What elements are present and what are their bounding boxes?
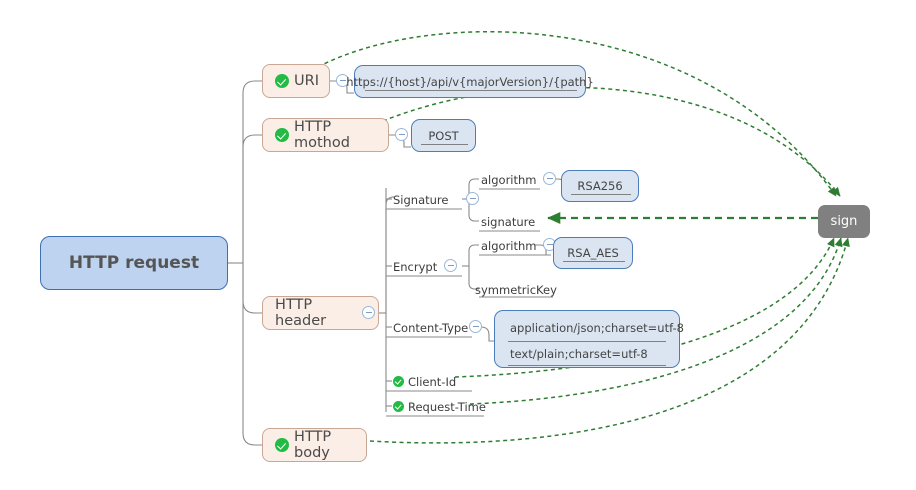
topic-http-body[interactable]: HTTP body [262, 428, 367, 462]
check-circle-icon [275, 438, 289, 452]
collapse-minus-icon-signature-algorithm[interactable] [543, 172, 556, 185]
root-node-label: HTTP request [68, 253, 200, 273]
check-circle-icon [393, 401, 404, 412]
topic-http-method-label: HTTP mothod [294, 119, 350, 151]
value-encrypt-algorithm[interactable]: RSA_AES [553, 237, 633, 269]
sub-signature-signature-label: signature [481, 214, 536, 229]
value-encrypt-algorithm-text: RSA_AES [567, 246, 619, 260]
value-signature-algorithm[interactable]: RSA256 [561, 170, 639, 202]
sub-request-time-label: Request-Time [408, 399, 486, 414]
sub-signature[interactable]: Signature [393, 191, 448, 208]
collapse-minus-icon-header[interactable] [362, 306, 375, 319]
value-http-method-text: POST [428, 128, 459, 143]
sub-content-type[interactable]: Content-Type [393, 319, 468, 336]
topic-uri-label: URI [294, 73, 319, 89]
sub-client-id-label: Client-Id [408, 374, 457, 389]
collapse-minus-icon-uri[interactable] [336, 74, 349, 87]
value-content-type-group[interactable]: application/json;charset=utf-8 text/plai… [494, 310, 684, 368]
value-underline [563, 261, 625, 262]
sub-encrypt-label: Encrypt [393, 259, 438, 274]
sub-encrypt-algorithm-label: algorithm [481, 238, 537, 253]
topic-http-method[interactable]: HTTP mothod [262, 118, 389, 152]
sub-client-id[interactable]: Client-Id [393, 373, 456, 390]
value-underline [508, 365, 666, 366]
sub-signature-signature[interactable]: signature [481, 213, 535, 230]
check-circle-icon [275, 128, 289, 142]
node-sign[interactable]: sign [818, 205, 870, 238]
value-underline [421, 144, 468, 145]
value-http-method[interactable]: POST [411, 119, 476, 152]
collapse-minus-icon-content-type[interactable] [469, 320, 482, 333]
collapse-minus-icon-signature[interactable] [466, 192, 479, 205]
value-content-type-plain: text/plain;charset=utf-8 [510, 347, 648, 361]
collapse-minus-icon-method[interactable] [395, 128, 408, 141]
sub-encrypt-algorithm[interactable]: algorithm [481, 237, 537, 254]
value-underline [365, 90, 577, 91]
root-node-http-request[interactable]: HTTP request [40, 236, 228, 290]
sub-signature-algorithm-label: algorithm [481, 172, 537, 187]
value-signature-algorithm-text: RSA256 [577, 179, 623, 193]
sub-encrypt-symmetrickey-label: symmetricKey [475, 282, 557, 297]
sub-content-type-label: Content-Type [393, 320, 469, 335]
sub-request-time[interactable]: Request-Time [393, 398, 486, 415]
value-uri[interactable]: https://{host}/api/v{majorVersion}/{path… [346, 65, 594, 98]
value-uri-text: https://{host}/api/v{majorVersion}/{path… [346, 74, 594, 89]
sub-encrypt[interactable]: Encrypt [393, 258, 437, 275]
sub-encrypt-symmetrickey[interactable]: symmetricKey [475, 281, 557, 298]
node-sign-label: sign [830, 214, 858, 229]
topic-http-body-label: HTTP body [294, 429, 332, 461]
topic-uri[interactable]: URI [262, 64, 330, 98]
value-underline [571, 194, 631, 195]
check-circle-icon [275, 74, 289, 88]
value-content-type-json: application/json;charset=utf-8 [510, 321, 684, 335]
value-underline [508, 341, 666, 342]
sub-signature-label: Signature [393, 192, 449, 207]
topic-http-header-label: HTTP header [275, 297, 327, 329]
sub-signature-algorithm[interactable]: algorithm [481, 171, 537, 188]
topic-http-header[interactable]: HTTP header [262, 296, 379, 330]
check-circle-icon [393, 376, 404, 387]
collapse-minus-icon-encrypt[interactable] [444, 259, 457, 272]
